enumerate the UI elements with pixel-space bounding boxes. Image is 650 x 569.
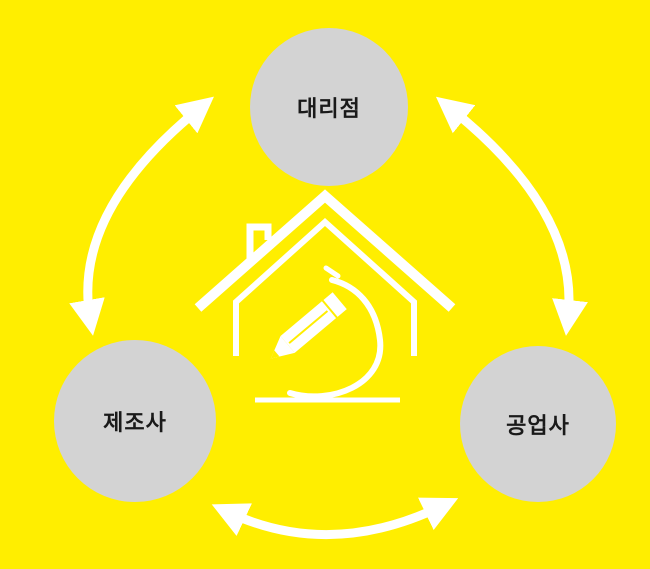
arrow-top-left — [69, 96, 214, 336]
swoosh-arc — [287, 277, 384, 400]
node-repair-shop: 공업사 — [460, 346, 616, 502]
pencil-shape — [270, 292, 347, 359]
node-manufacturer: 제조사 — [54, 340, 216, 502]
node-dealer: 대리점 — [250, 28, 408, 186]
chimney-shape — [246, 223, 272, 262]
outer-roof-shape — [194, 189, 456, 312]
swoosh-tail — [323, 265, 341, 279]
node-manufacturer-label: 제조사 — [103, 411, 167, 436]
house-with-pencil-icon — [194, 189, 456, 403]
arrow-top-right — [435, 96, 588, 336]
node-repair-shop-label: 공업사 — [506, 414, 570, 439]
house-walls-shape — [233, 217, 417, 356]
node-dealer-label: 대리점 — [297, 97, 361, 122]
arrow-left-right — [211, 497, 459, 539]
